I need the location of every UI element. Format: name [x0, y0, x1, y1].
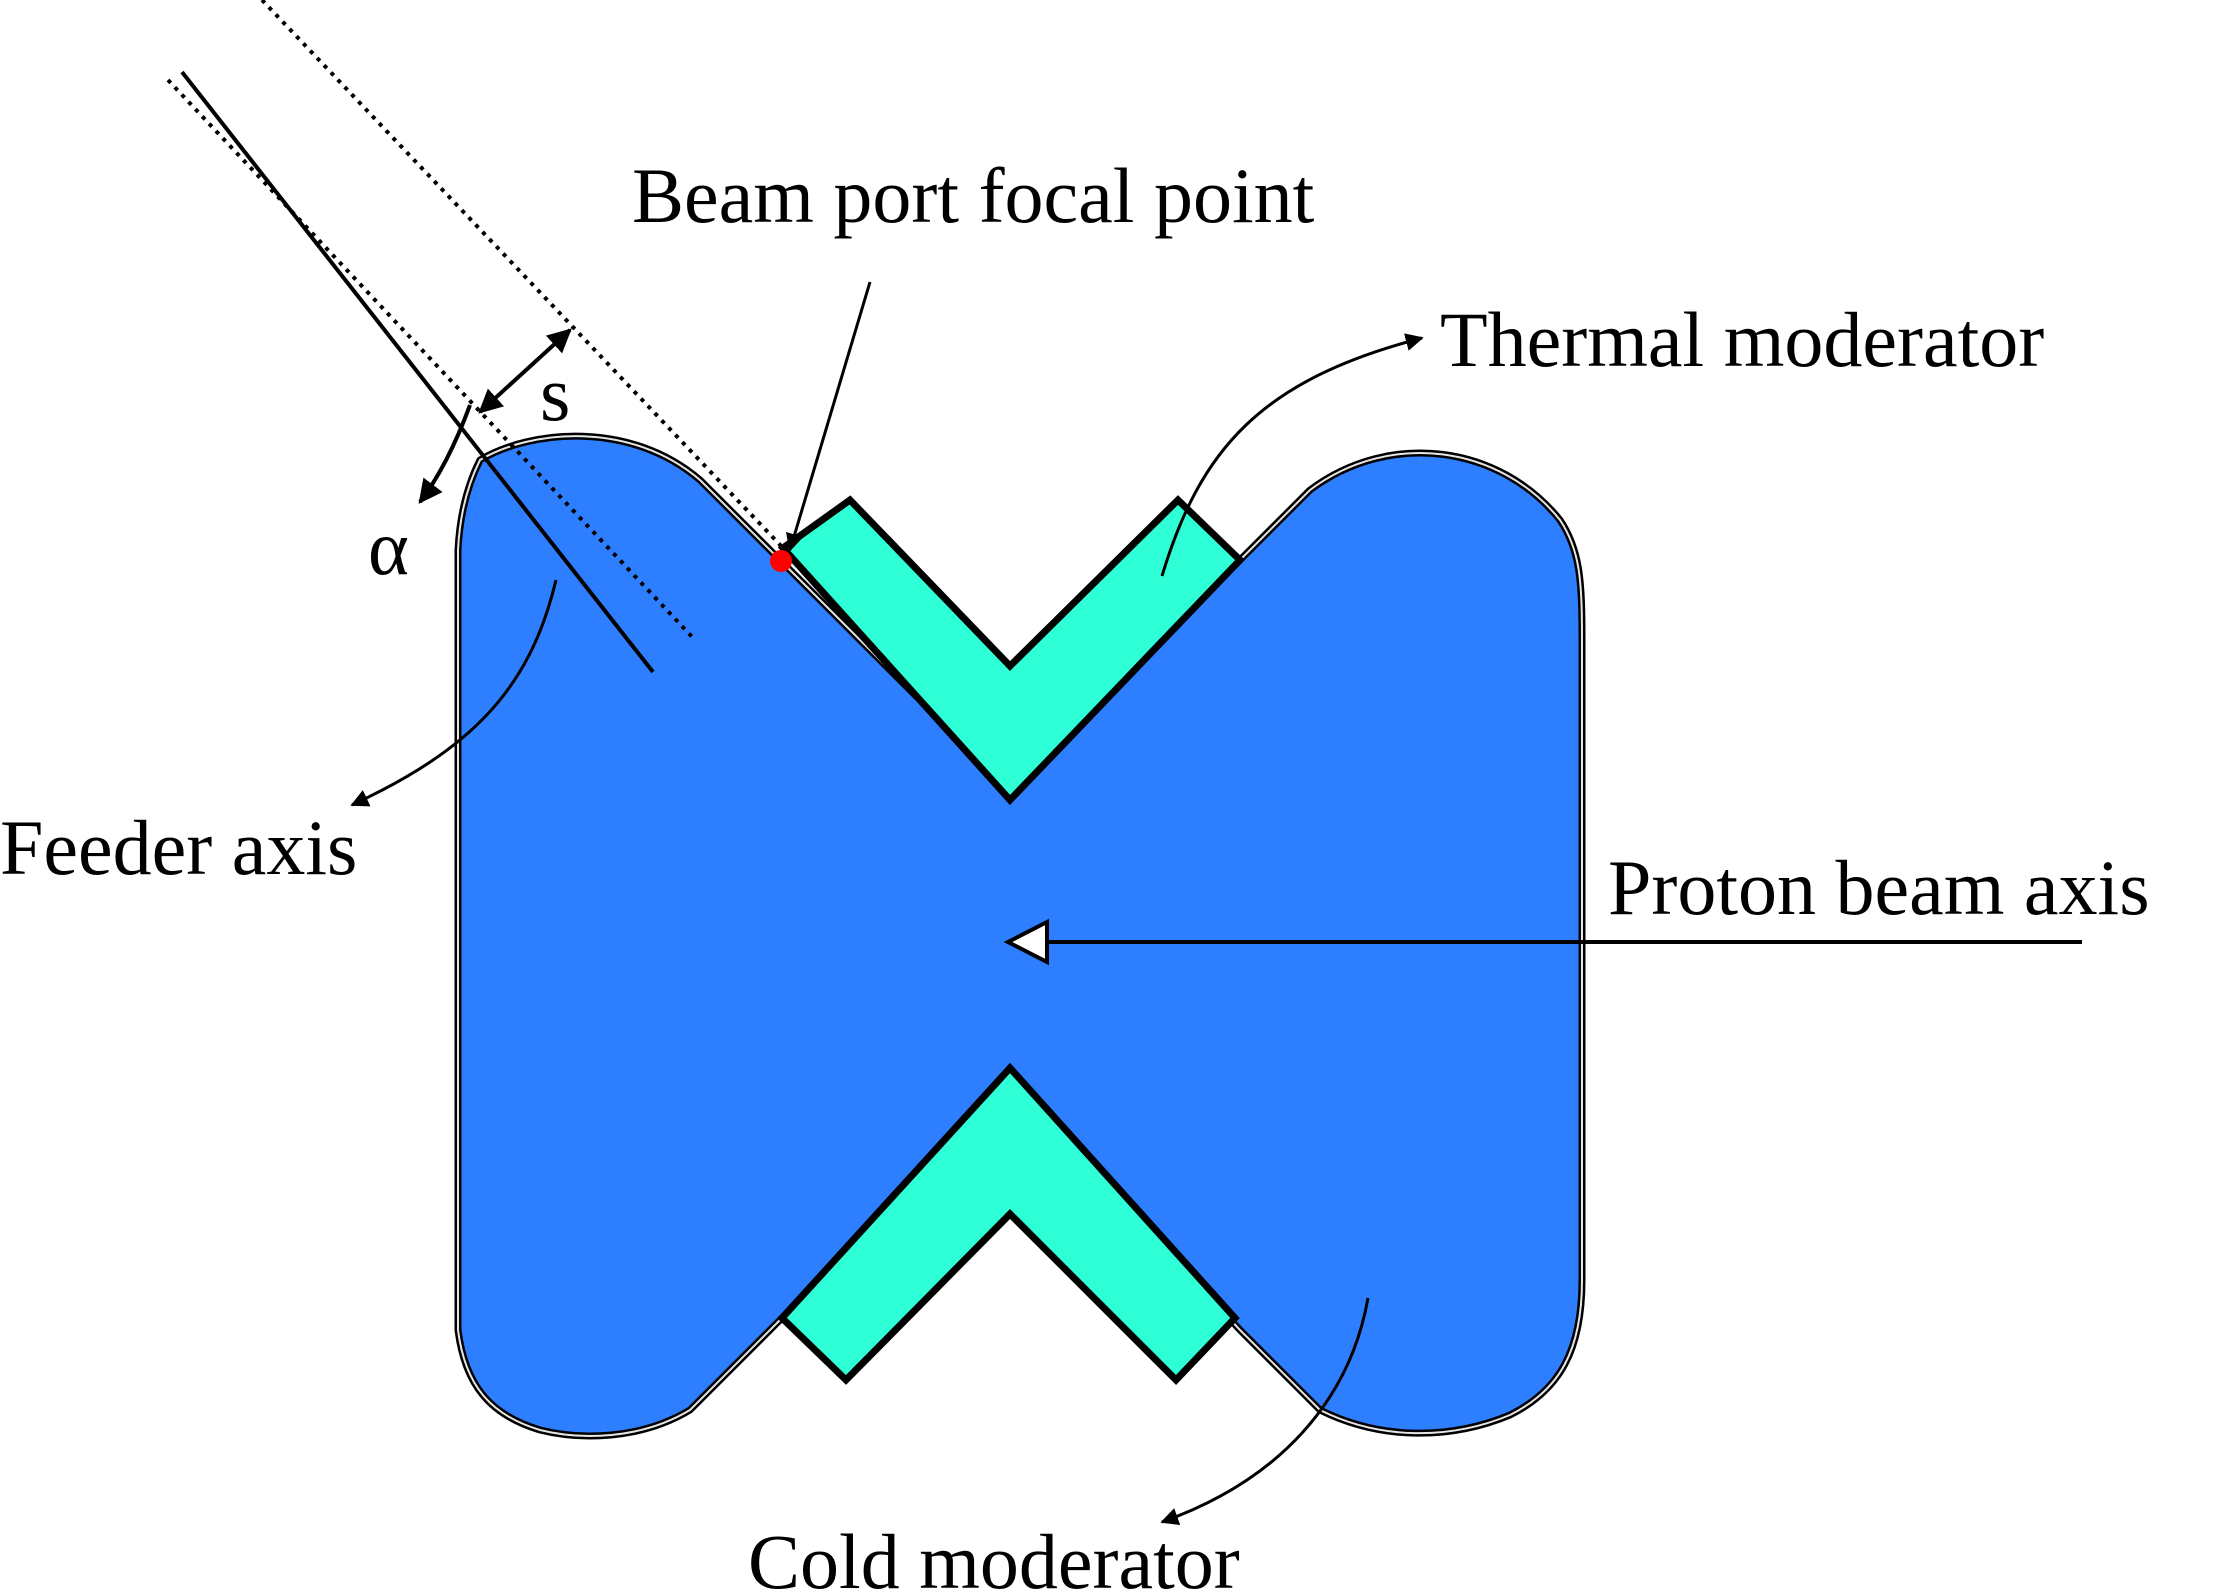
beam-port-dotted-line-2 [166, 78, 697, 642]
beam-port-focal-point-label: Beam port focal point [632, 152, 1315, 239]
focal-point-leader [786, 281, 872, 552]
proton-beam-axis-label: Proton beam axis [1608, 844, 2150, 931]
feeder-axis-label: Feeder axis [0, 804, 357, 891]
beam-port-focal-point [770, 550, 792, 572]
beam-port-dotted-line-1 [260, 0, 785, 550]
s-dimension-arrow [478, 328, 572, 414]
proton-beam-axis-arrowhead [1003, 918, 1049, 966]
feeder-axis-leader [350, 579, 558, 807]
thermal-moderator-top [777, 495, 1245, 806]
thermal-moderator-label: Thermal moderator [1440, 296, 2044, 383]
cold-moderator-leader [1160, 1297, 1370, 1526]
cold-moderator-label: Cold moderator [748, 1518, 1240, 1594]
thermal-moderator-leader [1160, 333, 1424, 577]
s-label: s [540, 350, 570, 437]
feeder-axis-line [180, 70, 655, 674]
thermal-moderator-bottom [777, 1062, 1240, 1386]
alpha-angle-arc [418, 404, 472, 504]
alpha-label: α [368, 504, 409, 591]
